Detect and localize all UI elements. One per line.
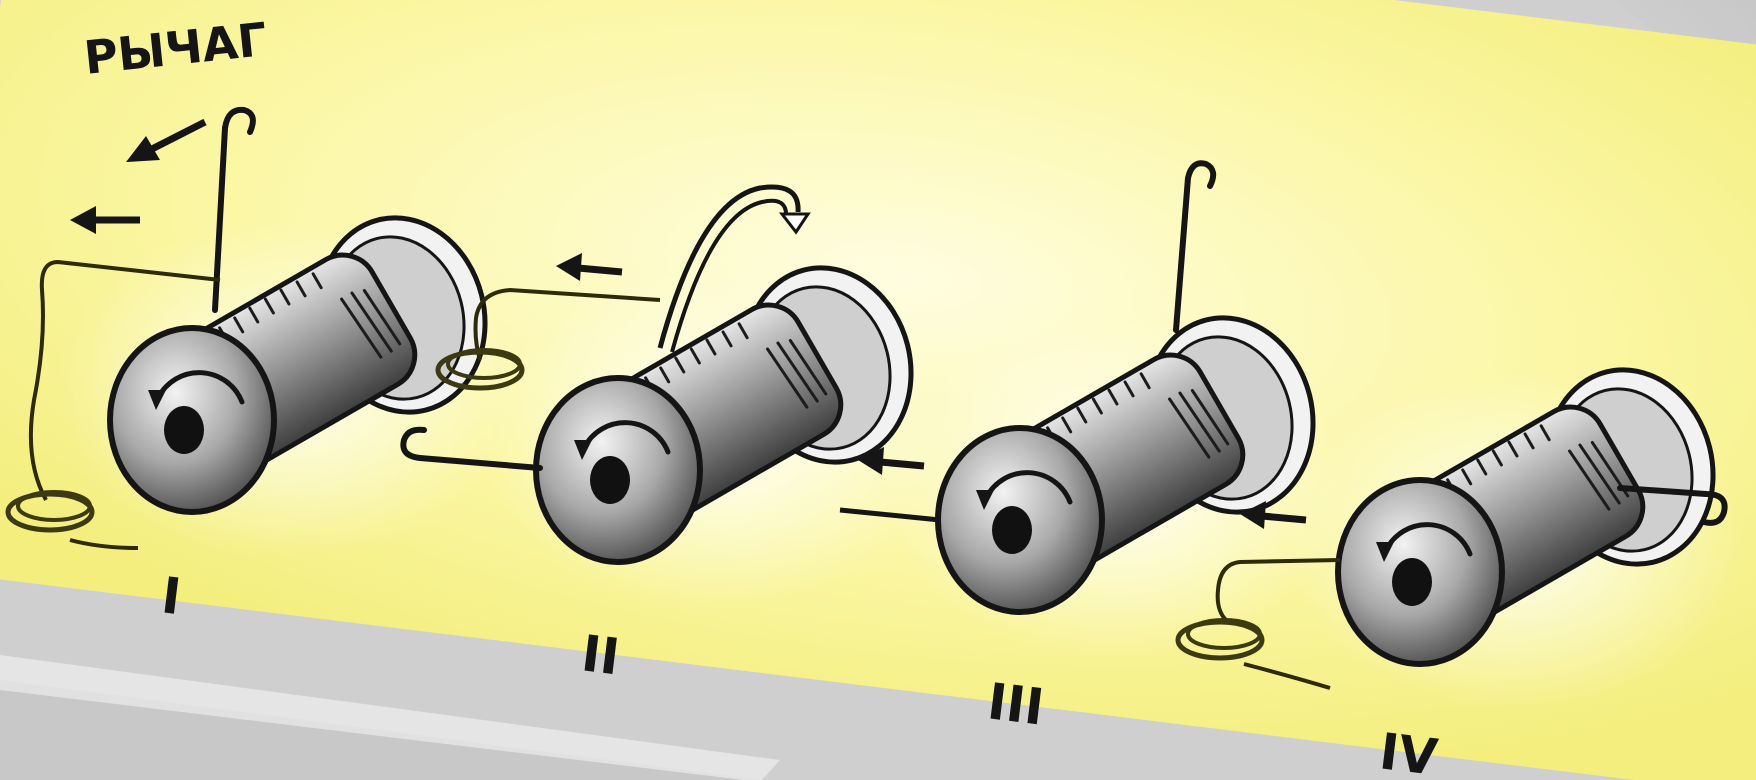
stage-label-2: II [579,624,623,686]
stage-label-3: III [985,672,1047,736]
stage-label-4: IV [1377,722,1441,780]
